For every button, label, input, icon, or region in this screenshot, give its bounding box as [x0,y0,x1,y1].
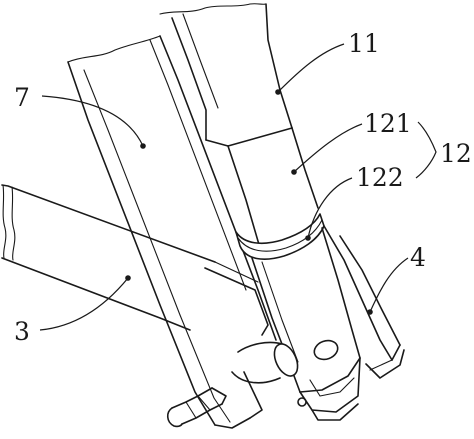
label-7: 7 [14,83,30,112]
label-122: 122 [356,163,404,192]
leader-dot-7 [140,143,146,149]
label-12: 12 [440,139,472,168]
leader-3 [39,277,129,331]
label-11: 11 [348,29,380,58]
part-3-crossbar [1,184,269,336]
leader-dot-122 [305,235,311,241]
label-4: 4 [410,243,426,272]
axle-stub [166,341,299,428]
leader-4 [369,257,409,313]
lower-leg [251,227,361,421]
bracket-12 [415,121,437,179]
leader-11 [277,43,345,93]
part-11-sleeve [159,3,293,147]
leader-7 [41,95,144,147]
part-4-rod [323,225,405,379]
part-7-tube [67,35,277,429]
leader-dot-4 [367,309,373,315]
leader-121 [293,123,363,173]
label-3: 3 [14,317,30,346]
part-121-inner-tube [227,127,319,249]
reference-labels: 11 121 122 12 7 4 3 [14,29,472,346]
leader-dot-121 [291,169,297,175]
part-122-collar [235,213,325,260]
leader-lines [39,43,437,331]
leader-dot-3 [125,275,131,281]
leader-122 [307,177,353,239]
leader-dot-11 [275,89,281,95]
label-121: 121 [364,109,412,138]
